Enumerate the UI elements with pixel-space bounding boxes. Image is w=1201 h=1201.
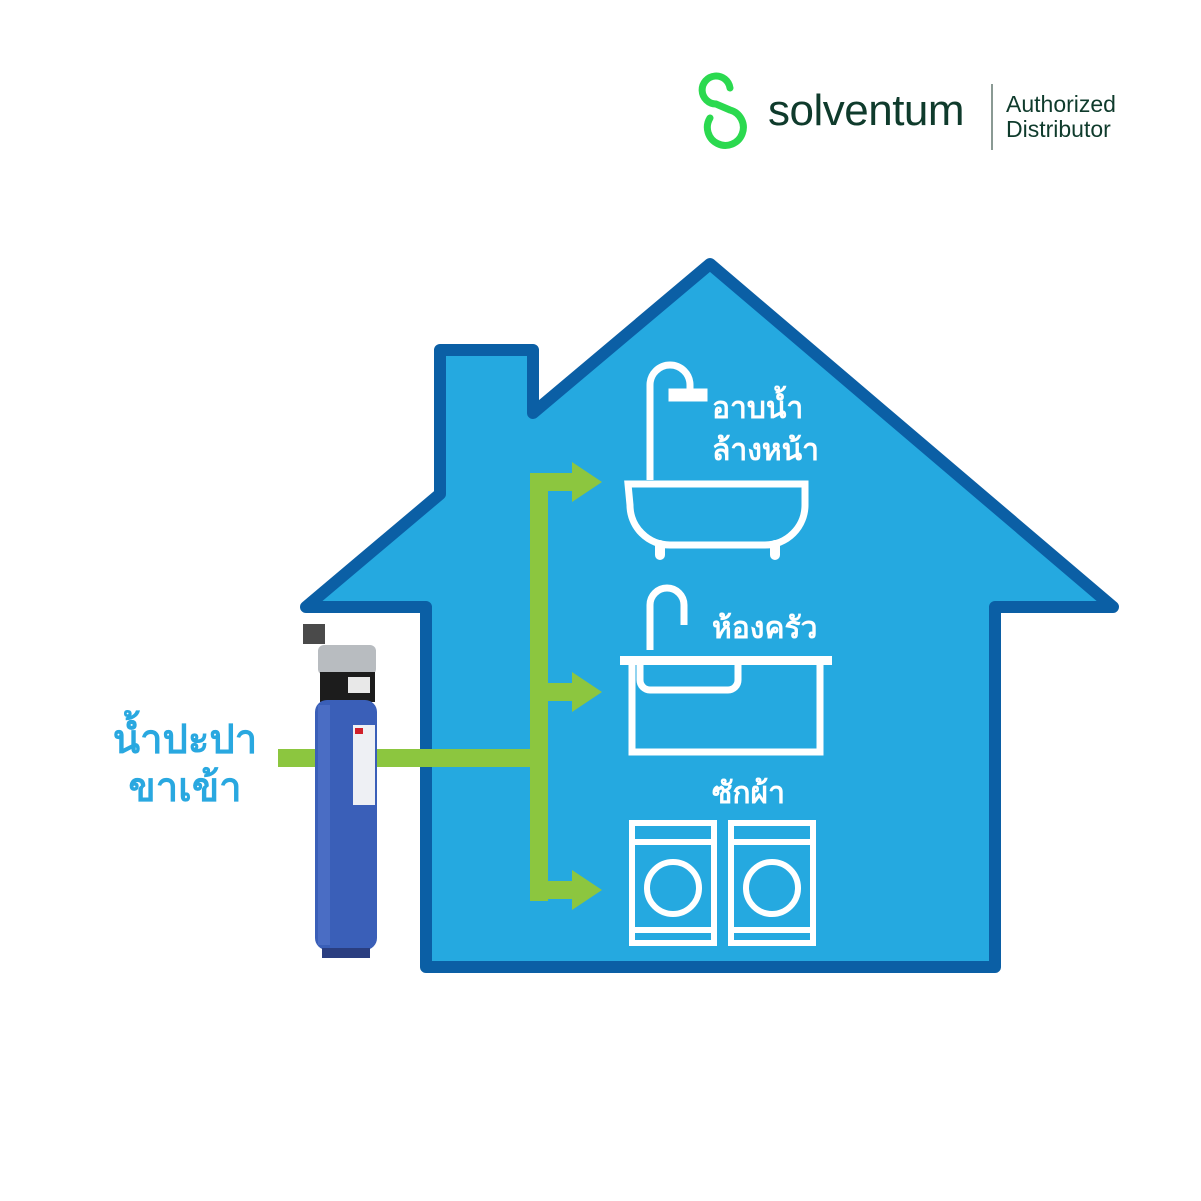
house-outline [300,258,1119,973]
outlet-bath-line1: อาบน้ำ [712,391,804,426]
outlet-laundry-label: ซักผ้า [712,776,785,811]
kitchen-sink-icon [620,584,832,756]
outlet-bath-line2: ล้างหน้า [712,433,820,468]
inlet-label: น้ำปะปา ขาเข้า [100,716,270,812]
outlet-kitchen-label: ห้องครัว [712,611,818,646]
bathtub-shower-icon [624,361,809,560]
brand-name: solventum [768,86,965,135]
water-filter-image [303,624,377,958]
brand-tagline-1: Authorized [1006,91,1116,117]
washing-machine-icon [629,820,816,946]
solventum-logo-icon [698,72,747,149]
brand-divider [991,84,993,150]
brand-tagline-2: Distributor [1006,116,1111,142]
outlet-bath-label: อาบน้ำ ล้างหน้า [712,388,819,472]
inlet-label-line2: ขาเข้า [128,765,242,811]
inlet-label-line1: น้ำปะปา [112,717,258,763]
